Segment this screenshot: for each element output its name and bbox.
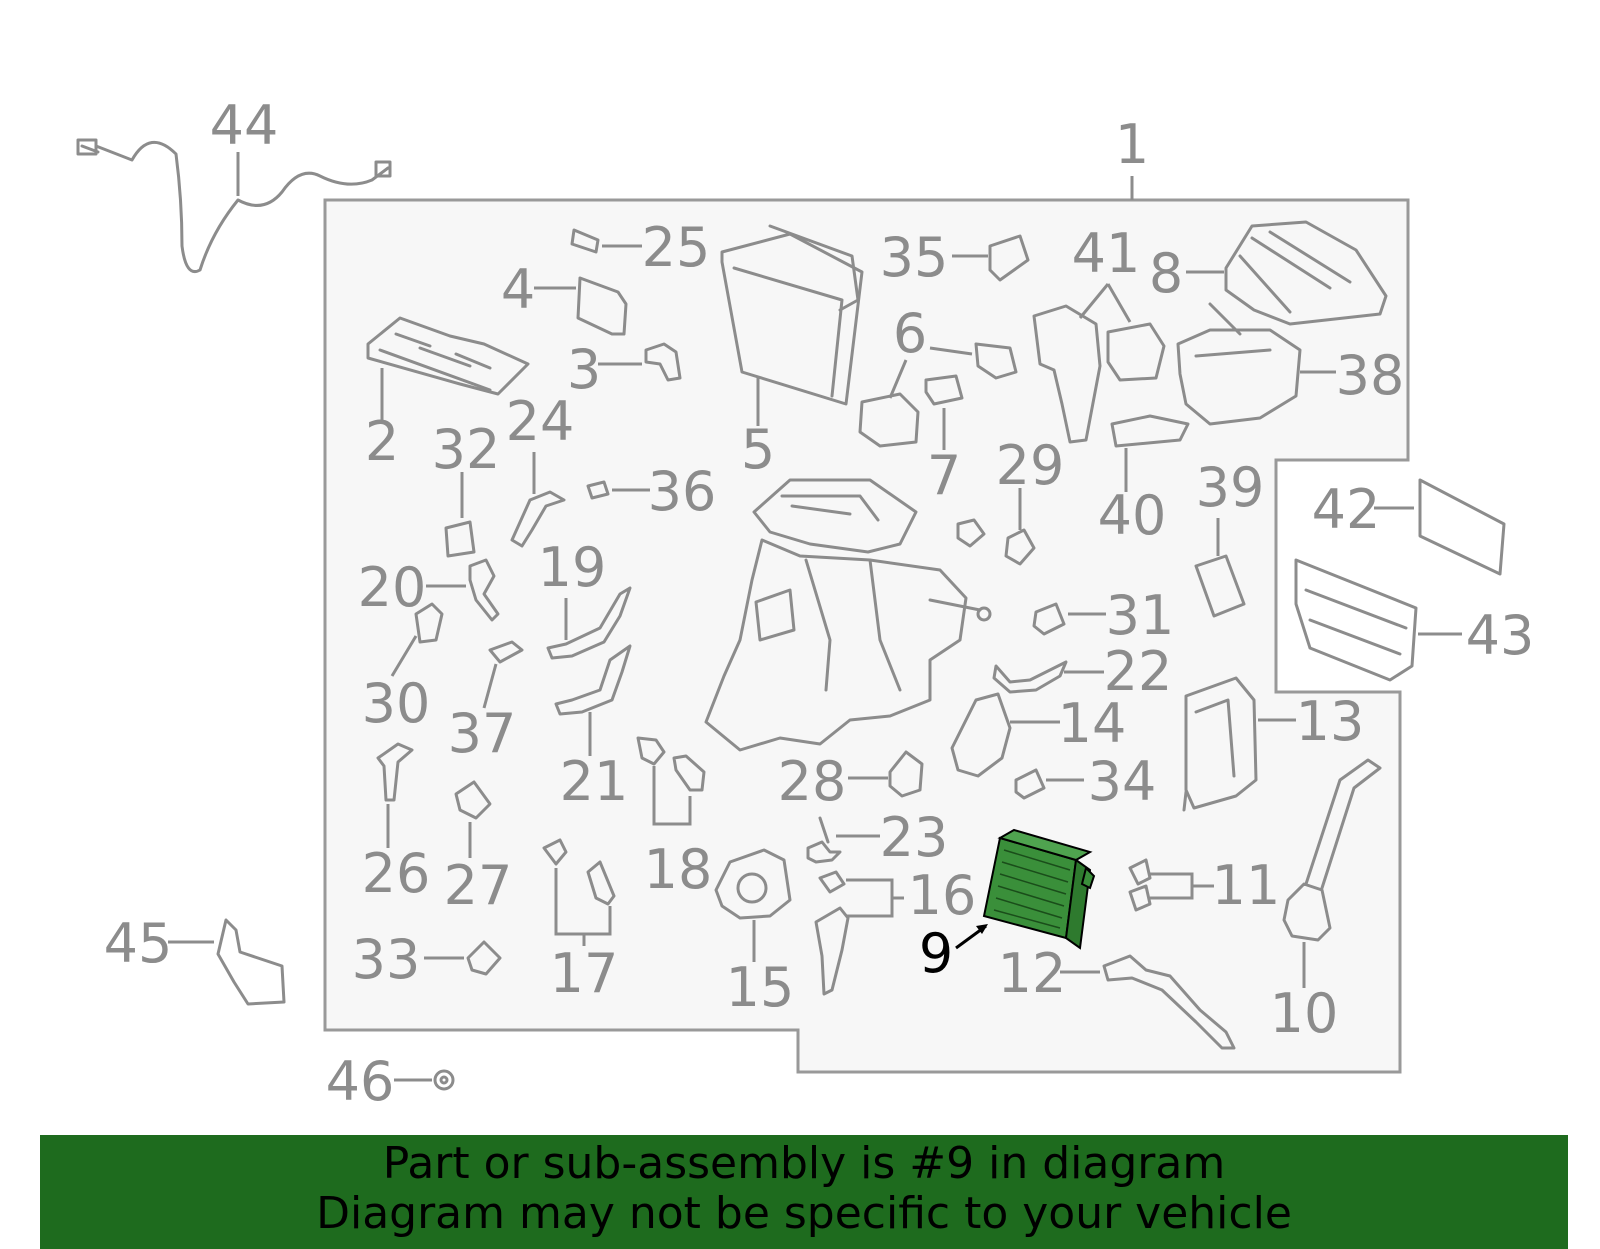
part-39[interactable]	[1194, 554, 1246, 618]
callout-6: 6	[893, 302, 927, 365]
part-37[interactable]	[488, 640, 524, 664]
part-43[interactable]	[1294, 558, 1418, 682]
callout-44: 44	[210, 94, 279, 157]
callout-39: 39	[1196, 456, 1265, 519]
part-44-harness[interactable]	[76, 138, 392, 273]
part-33[interactable]	[466, 940, 502, 976]
part-26[interactable]	[376, 742, 414, 802]
part-7[interactable]	[924, 374, 964, 406]
part-45[interactable]	[216, 918, 286, 1006]
callout-25: 25	[642, 216, 711, 279]
part-36[interactable]	[586, 480, 610, 500]
part-31[interactable]	[1032, 602, 1066, 636]
callout-33: 33	[352, 928, 421, 991]
part-38-blower[interactable]	[1176, 302, 1302, 426]
callout-37: 37	[448, 702, 517, 765]
callout-13: 13	[1296, 690, 1365, 753]
part-40[interactable]	[1110, 414, 1190, 448]
part-17[interactable]	[542, 838, 616, 906]
callout-5: 5	[741, 418, 775, 481]
callout-11: 11	[1212, 854, 1281, 917]
part-29[interactable]	[956, 518, 1036, 566]
part-5-evaporator[interactable]	[720, 224, 864, 406]
part-42[interactable]	[1418, 478, 1506, 576]
part-16[interactable]	[814, 870, 850, 996]
part-27[interactable]	[454, 780, 492, 820]
callout-4: 4	[501, 258, 535, 321]
part-20[interactable]	[468, 558, 500, 622]
part-15[interactable]	[714, 848, 792, 920]
callout-23: 23	[880, 806, 949, 869]
part-18[interactable]	[636, 736, 706, 792]
callout-3: 3	[567, 338, 601, 401]
callout-45: 45	[104, 912, 173, 975]
callout-27: 27	[444, 854, 513, 917]
callout-34: 34	[1088, 750, 1157, 813]
callout-29: 29	[996, 434, 1065, 497]
part-34[interactable]	[1014, 768, 1046, 800]
info-banner: Part or sub-assembly is #9 in diagram Di…	[40, 1135, 1568, 1249]
callout-16: 16	[908, 864, 977, 927]
callout-17: 17	[550, 942, 619, 1005]
part-14[interactable]	[950, 692, 1012, 778]
part-24[interactable]	[510, 490, 566, 548]
part-46[interactable]	[433, 1069, 455, 1091]
callout-10: 10	[1270, 982, 1339, 1045]
callout-38: 38	[1336, 344, 1405, 407]
callout-43: 43	[1466, 604, 1535, 667]
callout-35: 35	[880, 226, 949, 289]
banner-line-1: Part or sub-assembly is #9 in diagram	[382, 1138, 1226, 1189]
callout-15: 15	[726, 956, 795, 1019]
callout-30: 30	[362, 672, 431, 735]
part-10[interactable]	[1282, 758, 1382, 942]
callout-1: 1	[1115, 113, 1149, 176]
part-32[interactable]	[444, 520, 476, 558]
callout-2: 2	[365, 410, 399, 473]
callout-26: 26	[362, 842, 431, 905]
part-8[interactable]	[1224, 220, 1388, 326]
part-35[interactable]	[988, 234, 1030, 282]
part-19[interactable]	[546, 586, 632, 660]
callout-46: 46	[326, 1050, 395, 1113]
part-30[interactable]	[414, 602, 444, 644]
callout-14: 14	[1058, 692, 1127, 755]
callout-20: 20	[358, 556, 427, 619]
callout-12: 12	[998, 942, 1067, 1005]
part-28[interactable]	[888, 750, 924, 798]
part-25[interactable]	[570, 228, 600, 254]
part-23[interactable]	[806, 816, 842, 864]
callout-18: 18	[644, 838, 713, 901]
callout-22: 22	[1104, 640, 1173, 703]
callout-21: 21	[560, 750, 629, 813]
part-6[interactable]	[858, 342, 1018, 448]
callout-42: 42	[1312, 478, 1381, 541]
callout-36: 36	[648, 460, 717, 523]
part-4[interactable]	[576, 276, 628, 336]
part-13[interactable]	[1182, 676, 1258, 812]
part-11[interactable]	[1128, 858, 1152, 912]
part-21[interactable]	[554, 644, 632, 716]
callout-9: 9	[919, 922, 953, 985]
callout-8: 8	[1149, 242, 1183, 305]
callout-40: 40	[1098, 484, 1167, 547]
callout-7: 7	[927, 444, 961, 507]
part-2-frame[interactable]	[366, 316, 530, 396]
banner-line-2: Diagram may not be specific to your vehi…	[316, 1188, 1292, 1239]
callout-24: 24	[506, 390, 575, 453]
callout-32: 32	[432, 418, 501, 481]
callout-19: 19	[538, 536, 607, 599]
callout-31: 31	[1106, 584, 1175, 647]
callout-41: 41	[1072, 222, 1141, 285]
callout-28: 28	[778, 750, 847, 813]
part-12[interactable]	[1102, 954, 1236, 1050]
part-1-hvac-case[interactable]	[704, 478, 992, 752]
part-22[interactable]	[992, 660, 1068, 694]
part-3[interactable]	[644, 342, 682, 382]
part-9-heater-core[interactable]	[982, 828, 1096, 950]
